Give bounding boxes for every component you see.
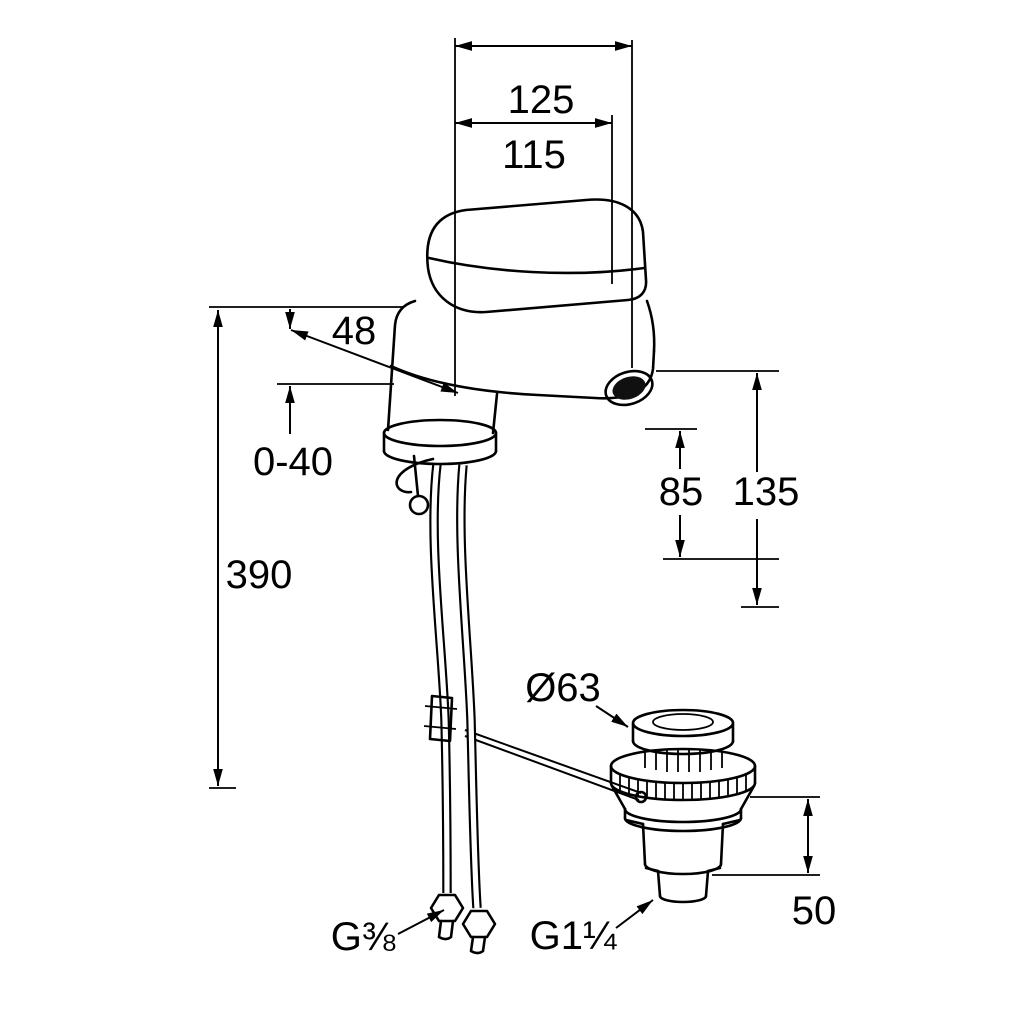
dimension-48: 48: [285, 309, 459, 394]
drain-rod-clevis: [634, 790, 648, 804]
dimension-0-40-label: 0-40: [253, 440, 333, 484]
dimension-85: 85: [645, 428, 779, 560]
dimension-diameter-63-label: Ø63: [525, 666, 601, 710]
faucet-handle: [425, 198, 648, 314]
dimension-50-label: 50: [792, 889, 837, 933]
supply-hose-nuts: [429, 893, 497, 955]
dimension-390-label: 390: [226, 553, 293, 597]
dimension-115: 115: [455, 115, 613, 284]
dimension-125-label: 125: [508, 78, 575, 122]
drain-flange-knurling: [619, 774, 747, 800]
faucet-body: [386, 299, 656, 435]
faucet: [382, 198, 656, 955]
dimension-48-label: 48: [332, 309, 377, 353]
spout-aerator-ring: [604, 369, 654, 407]
faucet-base: [382, 418, 498, 466]
dimension-390: 390: [209, 306, 403, 789]
popup-rod-knob: [395, 454, 435, 516]
dimension-diameter-63: Ø63: [525, 666, 629, 728]
dimension-85-label: 85: [659, 470, 704, 514]
dimension-135-label: 135: [733, 470, 800, 514]
hose-clip: [423, 694, 458, 743]
drain-cap: [631, 708, 735, 756]
dimension-50: 50: [712, 796, 837, 933]
dimension-125: 125: [454, 38, 633, 396]
supply-hoses: [429, 463, 482, 909]
thread-waste-label: G1¼: [530, 914, 617, 958]
dimension-0-40: 0-40: [253, 383, 394, 484]
drain-body: [610, 784, 756, 904]
dimension-115-label: 115: [502, 133, 566, 177]
dimension-135: 135: [656, 370, 800, 608]
thread-label-waste: G1¼: [530, 899, 654, 958]
drain-assembly: [609, 708, 757, 904]
thread-label-supply: G⅜: [331, 909, 445, 959]
spout-aerator: [612, 376, 646, 400]
thread-supply-label: G⅜: [331, 915, 396, 959]
drain-crown-slots: [644, 750, 723, 772]
